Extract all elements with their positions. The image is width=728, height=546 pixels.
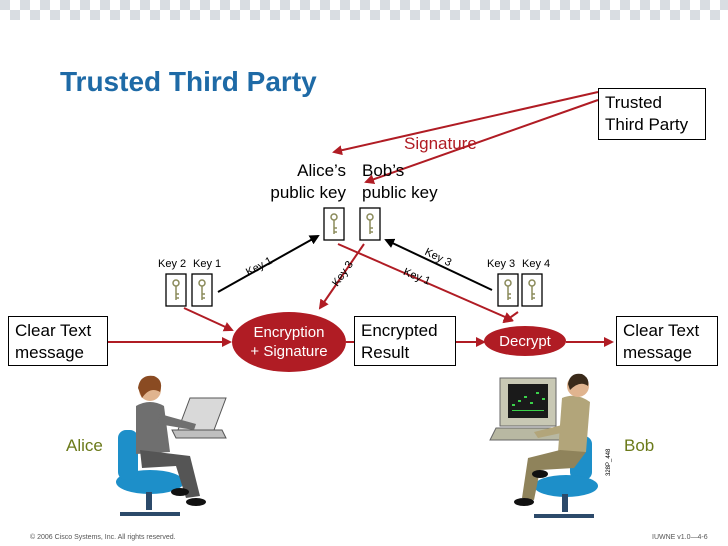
ttp-to-bob-key-arrow: [364, 99, 599, 185]
encryption-signature-oval: Encryption + Signature: [232, 312, 346, 372]
signature-label: Signature: [404, 134, 477, 153]
checker-pattern: [0, 0, 728, 20]
left-key2-icon: [165, 273, 187, 307]
bob-key3-arrow: [384, 238, 493, 291]
trusted-third-party-box: Trusted Third Party: [598, 88, 706, 140]
alice-public-key-line1: Alice’s: [297, 161, 346, 180]
encryption-line1: Encryption: [253, 324, 325, 341]
bob-label: Bob: [624, 436, 655, 455]
decrypt-oval: Decrypt: [484, 326, 566, 356]
bob-person-icon: [489, 373, 598, 518]
alice-person-icon: [116, 375, 227, 516]
alice-label: Alice: [66, 436, 103, 455]
encrypted-result-line2: Result: [361, 343, 410, 362]
right-key3-icon: [497, 273, 519, 307]
clear-text-right-line1: Clear Text: [623, 321, 700, 340]
footer-course-id: IUWNE v1.0—4-6: [652, 534, 708, 541]
right-key4-label: Key 4: [522, 258, 551, 270]
top-banner: [0, 0, 728, 20]
right-key3-label: Key 3: [487, 258, 516, 270]
key1-to-decrypt-arrow: [337, 243, 514, 322]
encrypted-result-box: Encrypted Result: [354, 316, 456, 366]
left-key1-icon: [191, 273, 213, 307]
bob-public-key-label: Bob’s public key: [362, 160, 438, 204]
right-key4-icon: [521, 273, 543, 307]
bob-public-key-icon: [359, 207, 381, 241]
left-key1-label: Key 1: [193, 258, 222, 270]
clear-text-left-line1: Clear Text: [15, 321, 92, 340]
alice-key1-arrow: [217, 235, 320, 293]
encryption-line2: + Signature: [250, 343, 328, 360]
key3-to-encryption-arrow: [318, 243, 365, 310]
left-key2-label: Key 2: [158, 258, 187, 270]
clear-text-right-line2: message: [623, 343, 692, 362]
ttp-to-alice-key-arrow: [332, 91, 599, 156]
figure-id: 328P_448: [606, 448, 612, 476]
alice-public-key-icon: [323, 207, 345, 241]
clear-text-left-box: Clear Text message: [8, 316, 108, 366]
page-title: Trusted Third Party: [60, 66, 317, 97]
encrypted-result-line1: Encrypted: [361, 321, 438, 340]
bob-public-key-line1: Bob’s: [362, 161, 405, 180]
ttp-label-line1: Trusted: [605, 93, 663, 112]
footer-copyright: © 2006 Cisco Systems, Inc. All rights re…: [30, 534, 176, 541]
decrypt-label: Decrypt: [499, 332, 551, 350]
alice-public-key-line2: public key: [270, 183, 346, 202]
clear-text-left-line2: message: [15, 343, 84, 362]
clear-text-right-box: Clear Text message: [616, 316, 718, 366]
alice-public-key-label: Alice’s public key: [258, 160, 346, 204]
bob-public-key-line2: public key: [362, 183, 438, 202]
right-keys-to-decrypt-arrow: [502, 311, 519, 324]
ttp-label-line2: Third Party: [605, 115, 689, 134]
left-keys-to-encryption-arrow: [183, 307, 234, 332]
